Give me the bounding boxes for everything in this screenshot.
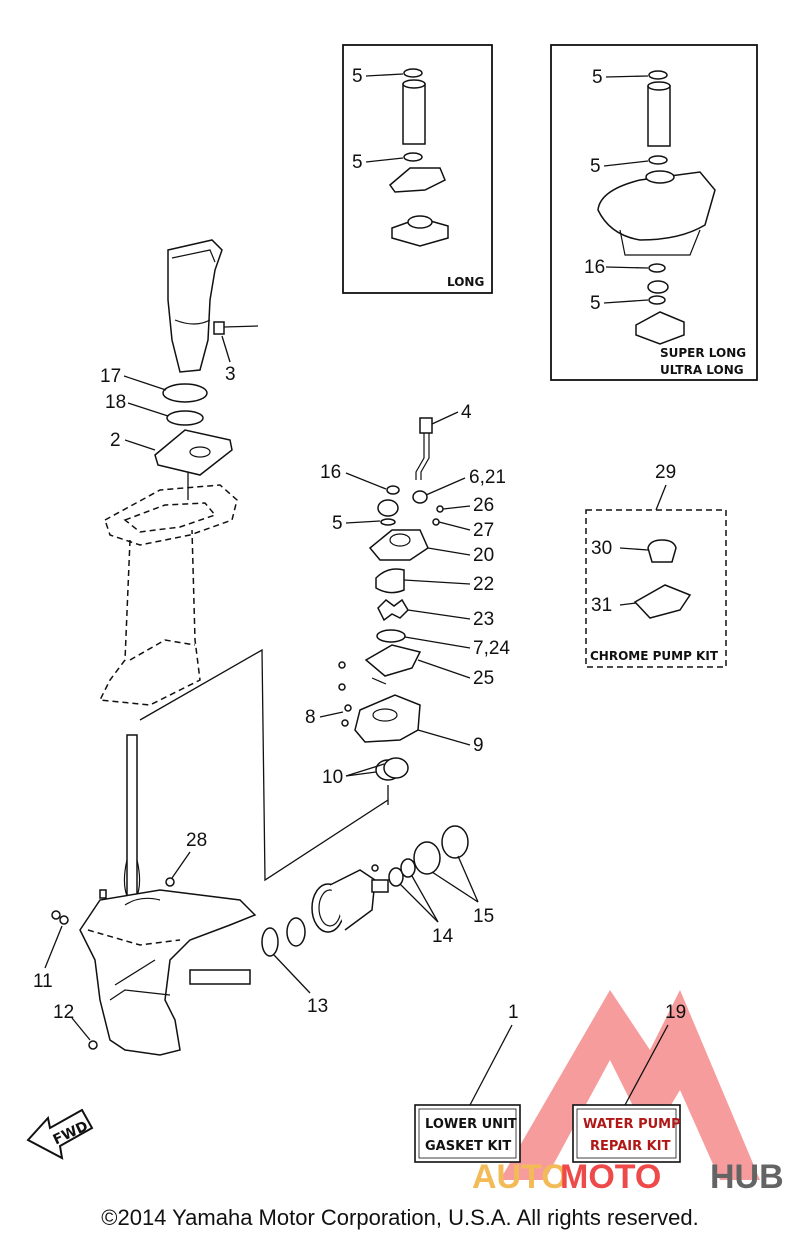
copyright-notice: ©2014 Yamaha Motor Corporation, U.S.A. A… [101,1205,699,1230]
callout-28: 28 [186,830,207,851]
callout-25: 25 [473,668,494,689]
super-ultra-long-variant-box: 5 5 16 5 SUPER LONG ULTRA LONG [550,44,758,381]
gasket-kit-text: GASKET KIT [425,1139,511,1154]
super-long-label: SUPER LONG [660,346,746,360]
callout-1: 1 [508,1002,519,1023]
watermark-text-auto: AUTO [472,1158,568,1196]
watermark-text-moto: MOTO [560,1158,661,1196]
water-pump-text: WATER PUMP [583,1117,681,1132]
callout-22: 22 [473,574,494,595]
callout-17: 17 [100,366,121,387]
callout-3: 3 [225,364,236,385]
assembly-guide-line [139,648,389,882]
lower-unit-text: LOWER UNIT [425,1117,517,1132]
long-variant-box: 5 5 LONG [342,44,493,294]
callout-31: 31 [591,595,612,616]
o-ring-18 [166,410,204,426]
callout-5: 5 [592,67,603,88]
drive-shaft [123,734,141,906]
callout-5: 5 [590,156,601,177]
long-label: LONG [447,275,484,289]
callout-15: 15 [473,906,494,927]
water-pump-assembly [338,417,444,781]
callout-12: 12 [53,1002,74,1023]
callout-5: 5 [352,152,363,173]
callout-26: 26 [473,495,494,516]
callout-10: 10 [322,767,343,788]
callout-11: 11 [33,971,53,992]
lower-casing [79,889,257,1056]
callout-18: 18 [105,392,126,413]
callout-5: 5 [352,66,363,87]
callout-16: 16 [320,462,341,483]
lower-casing-upper [98,484,238,706]
callout-2: 2 [110,430,121,451]
callout-5: 5 [590,293,601,314]
forward-direction-arrow: FWD [26,1108,94,1160]
repair-kit-text: REPAIR KIT [590,1139,671,1154]
callout-23: 23 [473,609,494,630]
watermark-text-hub: HUB [710,1158,784,1196]
chrome-pump-kit-box: 29 30 31 CHROME PUMP KIT [585,462,727,668]
o-ring-17 [162,383,208,403]
lower-unit-gasket-kit-box: LOWER UNIT GASKET KIT 1 [414,1002,521,1163]
callout-13: 13 [307,996,328,1017]
watermark-logo: AUTO MOTO HUB [472,990,784,1196]
callout-30: 30 [591,538,612,559]
callout-8: 8 [305,707,316,728]
callout-5: 5 [332,513,343,534]
callout-20: 20 [473,545,494,566]
callout-16: 16 [584,257,605,278]
propeller-shaft-housing [286,858,416,947]
callout-14: 14 [432,926,454,947]
callout-4: 4 [461,402,472,423]
ultra-long-label: ULTRA LONG [660,363,744,377]
upper-housing: 3 [167,239,259,385]
callout-7-24: 7,24 [473,638,510,659]
callout-19: 19 [665,1002,686,1023]
callout-9: 9 [473,735,484,756]
callout-27: 27 [473,520,494,541]
callout-29: 29 [655,462,676,483]
water-pump-repair-kit-box: WATER PUMP REPAIR KIT 19 [572,1002,686,1163]
callout-6-21: 6,21 [469,467,506,488]
chrome-pump-kit-label: CHROME PUMP KIT [590,649,719,663]
gasket-2 [154,429,233,476]
